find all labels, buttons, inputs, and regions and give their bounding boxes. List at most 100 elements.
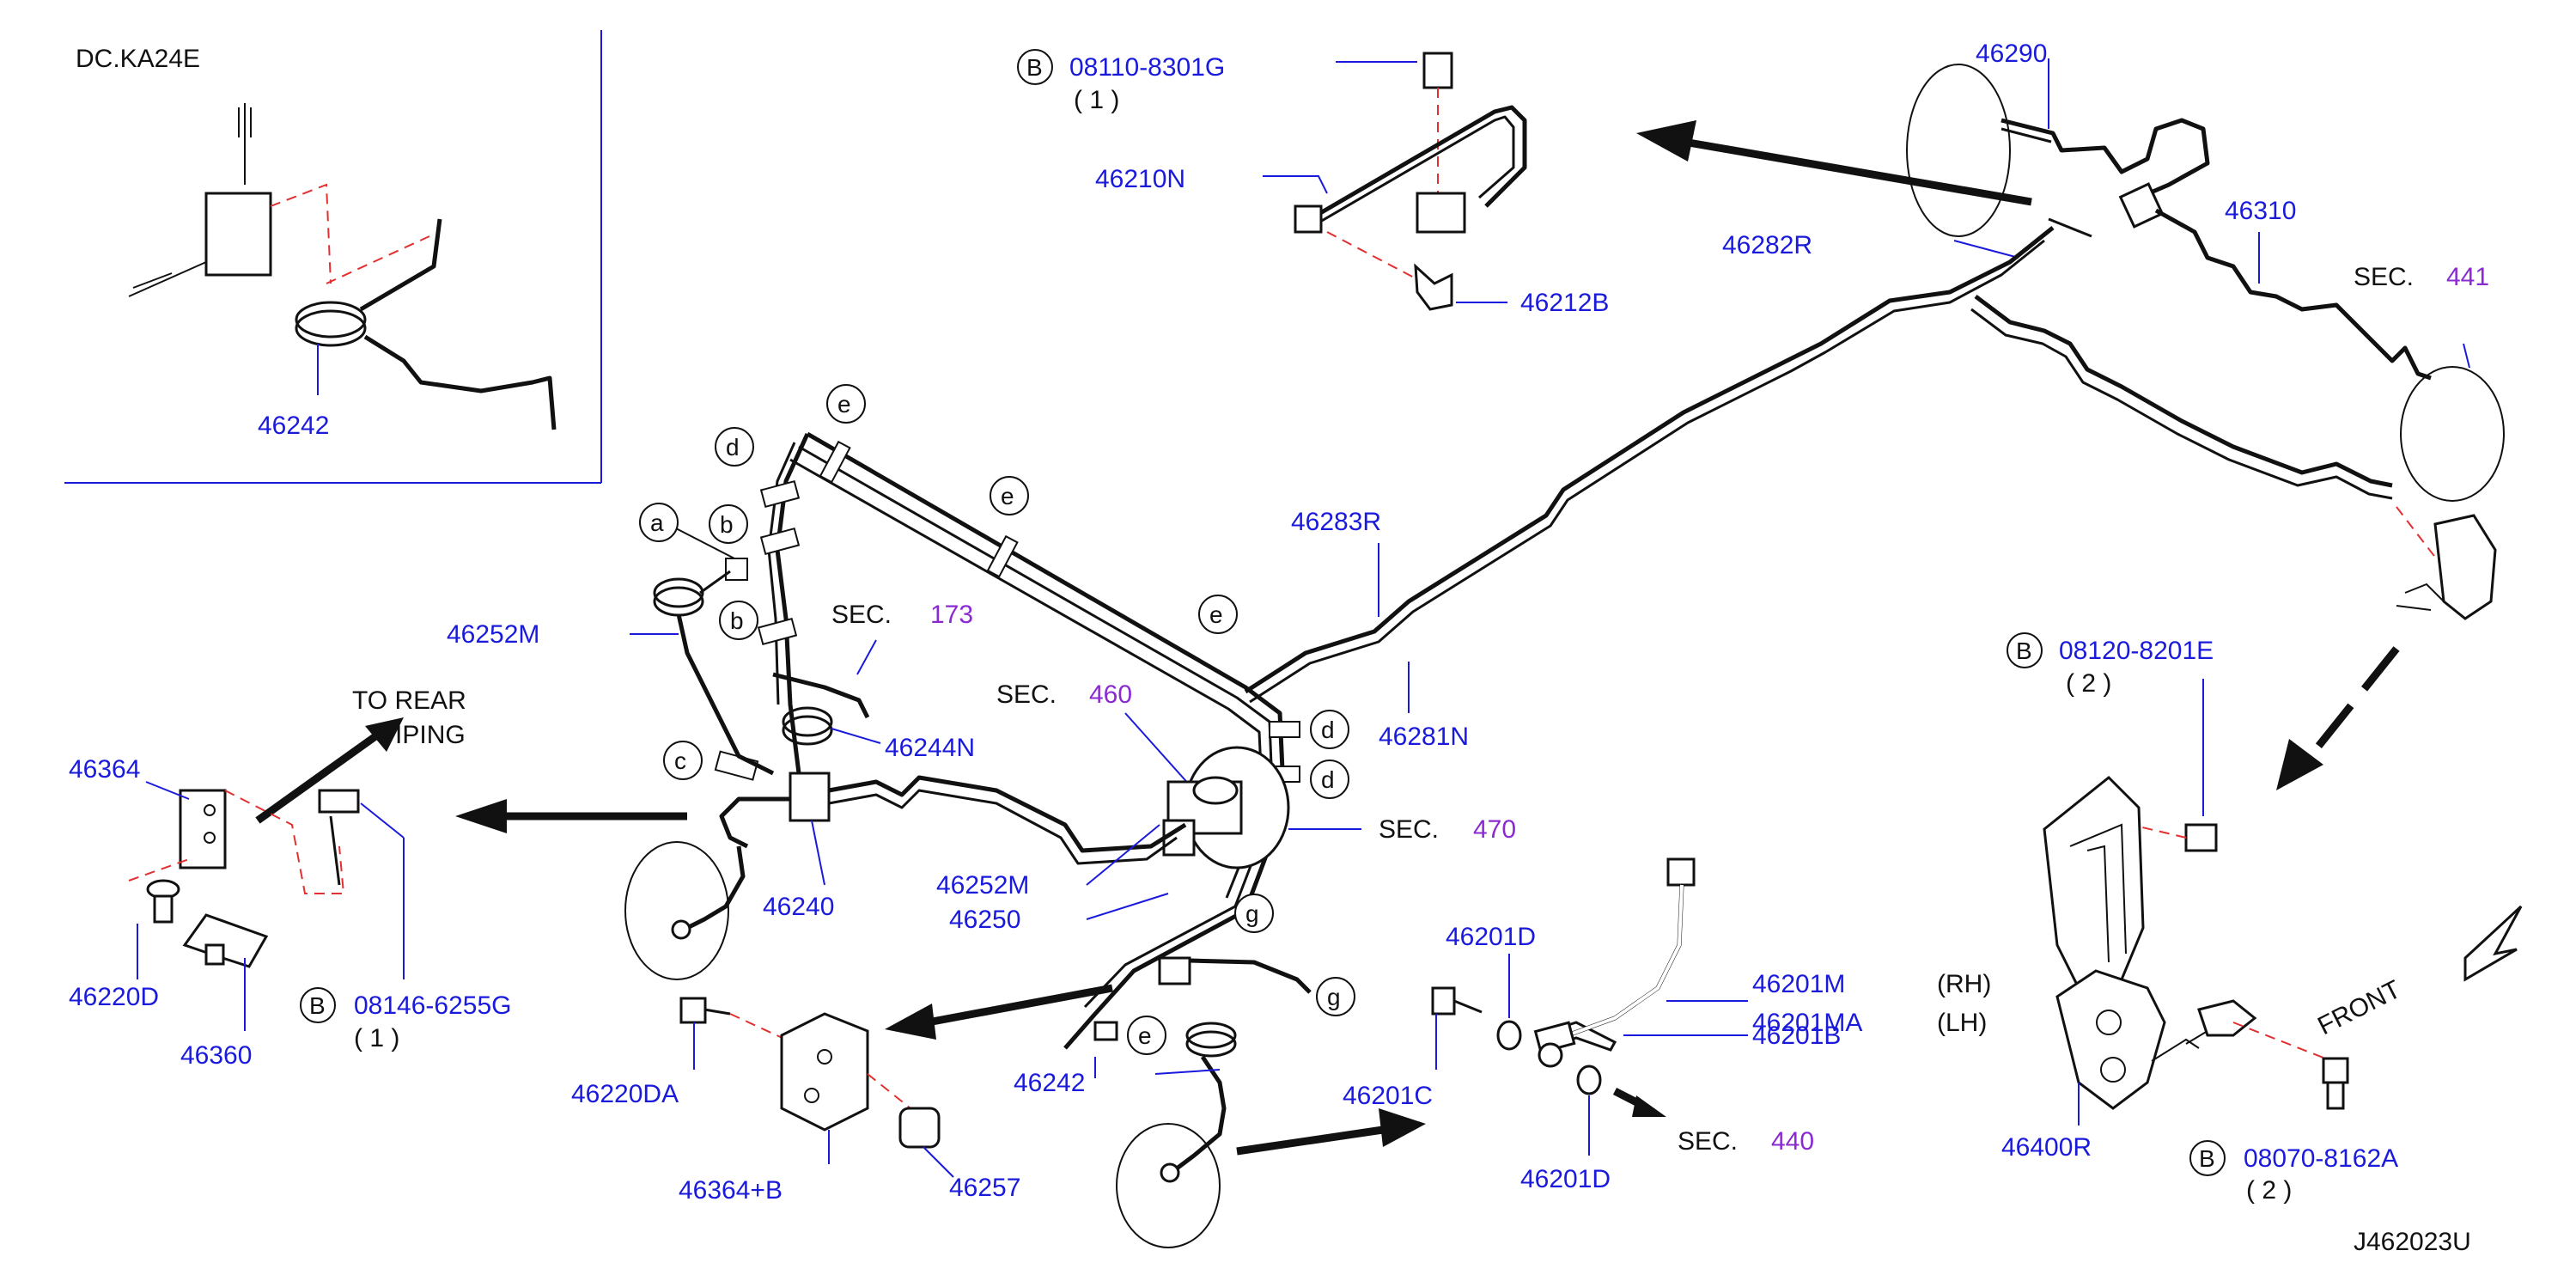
label-46364: 46364 — [69, 755, 140, 784]
front-arrow-icon — [2463, 905, 2523, 982]
sec-173-number: 173 — [930, 601, 973, 629]
bolt-08146 — [318, 789, 360, 814]
wheel-outline-front — [2400, 366, 2505, 502]
bolt-46220da — [679, 997, 707, 1024]
svg-text:g: g — [1327, 984, 1341, 1010]
svg-text:e: e — [837, 391, 851, 418]
label-46257: 46257 — [949, 1174, 1020, 1202]
callout-e3 — [1198, 595, 1238, 634]
wheel-outline-rear — [1906, 64, 2011, 237]
note-rh: (RH) — [1937, 970, 1991, 998]
sec-460-number: 460 — [1089, 680, 1132, 709]
svg-text:b: b — [730, 607, 744, 634]
callout-d2 — [1310, 710, 1349, 749]
svg-text:a: a — [650, 509, 664, 536]
label-46282r: 46282R — [1722, 231, 1812, 259]
bolt-08146-qty: ( 1 ) — [354, 1024, 399, 1052]
label-46400r: 46400R — [2001, 1133, 2092, 1162]
svg-text:b: b — [720, 511, 734, 538]
label-46252m: 46252M — [936, 871, 1029, 900]
wheel-outline-left — [624, 841, 729, 980]
block-46364b — [780, 1012, 869, 1132]
direction-arrow-block — [927, 984, 1113, 1027]
sec-441-number: 441 — [2446, 263, 2489, 291]
label-46201d-top: 46201D — [1446, 923, 1536, 951]
sec-470-label: SEC. — [1379, 815, 1439, 844]
bolt-08146-6255g: 08146-6255G — [354, 991, 512, 1020]
bolt-08110-8301g: 08110-8301G — [1069, 53, 1225, 82]
sec-440-label: SEC. — [1678, 1127, 1738, 1156]
label-46281n: 46281N — [1379, 723, 1469, 751]
bolt-08070-8162a: 08070-8162A — [2244, 1144, 2398, 1173]
label-46283r: 46283R — [1291, 508, 1381, 536]
bolt-08110-qty: ( 1 ) — [1074, 86, 1119, 114]
diagram-id: J462023U — [2354, 1228, 2471, 1256]
label-46201b: 46201B — [1752, 1022, 1841, 1050]
sec-440-number: 440 — [1771, 1127, 1814, 1156]
note-lh: (LH) — [1937, 1009, 1987, 1037]
label-46212b: 46212B — [1520, 289, 1609, 317]
bolt-46201c — [1431, 986, 1456, 1016]
caliper-bracket-small — [2433, 514, 2497, 620]
junction-46240 — [789, 772, 831, 822]
sec-470-number: 470 — [1473, 815, 1516, 844]
direction-arrow-top — [1683, 137, 2032, 206]
label-46250: 46250 — [949, 906, 1020, 934]
label-46201m: 46201M — [1752, 970, 1845, 998]
inset-panel: DC.KA24E 46242 — [64, 30, 602, 484]
label-46201ma: 46201MA — [1752, 1009, 1862, 1037]
callout-b2 — [719, 601, 758, 640]
connector-46364 — [179, 789, 227, 869]
note-front: FRONT — [2313, 975, 2405, 1040]
label-46290: 46290 — [1976, 40, 2047, 68]
svg-text:B: B — [1026, 54, 1043, 81]
callout-d3 — [1310, 760, 1349, 799]
svg-text:B: B — [2016, 638, 2032, 664]
wheel-outline-bottom — [1116, 1123, 1221, 1248]
label-46201d-bottom: 46201D — [1520, 1165, 1611, 1193]
spacer-46257 — [898, 1107, 941, 1149]
label-46210n: 46210N — [1095, 165, 1185, 193]
hose-end-fitting — [1666, 857, 1696, 887]
label-46242-main: 46242 — [1014, 1069, 1085, 1097]
sec-441-label: SEC. — [2354, 263, 2414, 291]
inset-title: DC.KA24E — [76, 45, 200, 73]
inset-part-46242: 46242 — [258, 412, 329, 440]
direction-arrow-dashed — [2307, 646, 2400, 759]
washer-46201d-bottom — [1576, 1065, 1602, 1095]
callout-e2 — [990, 476, 1029, 515]
bolt-marker-b1 — [1017, 49, 1053, 85]
caliper-46400r — [2055, 969, 2166, 1110]
callout-g2 — [1316, 977, 1355, 1016]
svg-text:d: d — [1321, 766, 1335, 793]
label-46364b: 46364+B — [679, 1176, 783, 1205]
callout-a — [639, 503, 679, 542]
svg-text:B: B — [2199, 1145, 2215, 1172]
caliper-support — [2043, 775, 2145, 990]
bolt-marker-b4 — [2189, 1140, 2226, 1176]
callout-b1 — [709, 504, 748, 544]
label-46220d: 46220D — [69, 983, 159, 1011]
label-46252m-top: 46252M — [447, 620, 539, 649]
callout-d1 — [715, 427, 754, 467]
svg-text:d: d — [726, 434, 740, 461]
sec-173-label: SEC. — [831, 601, 892, 629]
svg-text:e: e — [1209, 601, 1223, 628]
callout-e1 — [826, 384, 866, 424]
label-46360: 46360 — [180, 1041, 252, 1070]
callout-e4 — [1127, 1016, 1166, 1055]
label-46310: 46310 — [2225, 197, 2296, 225]
inset-block — [204, 192, 272, 277]
svg-text:c: c — [674, 747, 686, 774]
pad-clip — [2197, 999, 2257, 1037]
bolt-08070-qty: ( 2 ) — [2246, 1176, 2292, 1205]
callout-c — [663, 741, 703, 780]
washer-46201d-top — [1496, 1020, 1522, 1051]
clip-46212b — [1414, 263, 1453, 311]
bolt-marker-b3 — [2007, 632, 2043, 668]
label-46220da: 46220DA — [571, 1080, 679, 1108]
hose-fitting-46310 — [2118, 182, 2165, 229]
svg-text:e: e — [1138, 1022, 1152, 1049]
note-to-rear: TO REAR — [352, 686, 466, 715]
